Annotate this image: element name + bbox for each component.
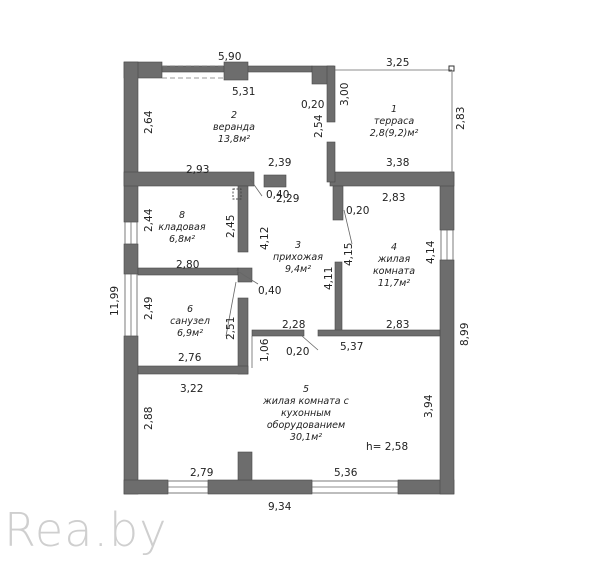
dim-veranda-partition-height: 2,54 <box>313 114 325 138</box>
dim-overall-width: 9,34 <box>268 501 292 513</box>
dim-bottom-left: 2,79 <box>190 467 213 479</box>
dim-top-terrace: 3,25 <box>386 57 409 69</box>
interior-walls <box>137 185 441 481</box>
dim-veranda-bottom-left: 2,93 <box>186 164 209 176</box>
dimension-labels: 5,90 5,31 3,25 3,00 2,83 2,64 0,20 2,54 … <box>109 51 471 513</box>
room-pantry-area: 6,8м² <box>169 234 195 245</box>
room-labels: 1 терраса 2,8(9,2)м² 2 веранда 13,8м² 3 … <box>158 104 418 443</box>
room-bedroom-name-2: комната <box>373 266 415 277</box>
dim-pantry-bottom: 2,80 <box>176 259 199 271</box>
dim-corridor-small: 1,06 <box>259 338 271 362</box>
dim-hall-right: 4,11 <box>323 267 335 290</box>
dim-bedroom-bottom: 2,83 <box>386 319 409 331</box>
room-living-number: 5 <box>303 384 309 395</box>
room-terrace-number: 1 <box>391 104 397 115</box>
room-bathroom-area: 6,9м² <box>177 328 203 339</box>
room-living-name-3: оборудованием <box>267 420 345 431</box>
room-bedroom-area: 11,7м² <box>378 278 410 289</box>
dim-top-veranda-inner: 5,31 <box>232 86 255 98</box>
room-living-name-1: жилая комната с <box>262 396 349 407</box>
room-veranda-name: веранда <box>213 122 255 133</box>
room-terrace-area: 2,8(9,2)м² <box>370 128 419 139</box>
dim-bedroom-outer: 4,14 <box>425 240 437 264</box>
dim-pantry-height: 2,44 <box>143 208 155 232</box>
dim-wall-a: 0,40 <box>266 189 289 201</box>
dim-overall-height: 11,99 <box>109 286 121 316</box>
room-pantry-name: кладовая <box>158 222 205 233</box>
terrace-outline <box>162 65 455 368</box>
dim-living-right: 3,94 <box>423 394 435 418</box>
dim-hall-bottom: 2,28 <box>282 319 305 331</box>
dim-bedroom-inner: 4,15 <box>343 243 355 266</box>
dim-bathroom-height: 2,49 <box>143 297 155 320</box>
dim-bottom-right: 5,36 <box>334 467 358 479</box>
dim-living-top: 5,37 <box>340 341 363 353</box>
ceiling-height: h= 2,58 <box>366 441 408 453</box>
dim-top-veranda-outer: 5,90 <box>218 51 241 63</box>
room-bedroom-name-1: жилая <box>377 254 411 265</box>
dim-hall-top: 2,29 <box>276 193 299 205</box>
dim-hall-left: 4,12 <box>259 227 271 250</box>
room-veranda-number: 2 <box>231 110 237 121</box>
dim-veranda-partition-small: 0,20 <box>301 99 324 111</box>
dim-veranda-bottom-right: 2,39 <box>268 157 291 169</box>
room-living-area: 30,1м² <box>290 432 322 443</box>
room-hallway-area: 9,4м² <box>285 264 311 275</box>
room-hallway-number: 3 <box>295 240 301 251</box>
dim-bathroom-bottom: 2,76 <box>178 352 202 364</box>
dim-living-left: 2,88 <box>143 407 155 430</box>
dim-living-top-left: 3,22 <box>180 383 203 395</box>
room-veranda-area: 13,8м² <box>218 134 250 145</box>
dim-wall-d: 0,20 <box>286 346 309 358</box>
dim-wall-c: 0,40 <box>258 285 281 297</box>
dim-terrace-height-right: 2,83 <box>455 107 467 130</box>
room-bathroom-number: 6 <box>187 304 193 315</box>
windows <box>124 221 454 494</box>
room-living-name-2: кухонным <box>281 408 331 419</box>
room-terrace-name: терраса <box>374 116 414 127</box>
room-hallway-name: прихожая <box>273 252 323 263</box>
dim-right-lower: 8,99 <box>459 323 471 346</box>
dim-bedroom-top: 2,83 <box>382 192 405 204</box>
dim-wall-b: 0,20 <box>346 205 369 217</box>
dim-veranda-left: 2,64 <box>143 110 155 134</box>
outer-walls <box>123 61 455 495</box>
dim-bathroom-side: 2,51 <box>225 317 237 340</box>
dim-pantry-side: 2,45 <box>225 215 237 238</box>
watermark-logo: Rea.by <box>4 503 168 557</box>
room-pantry-number: 8 <box>179 210 185 221</box>
room-bathroom-name: санузел <box>170 316 210 327</box>
dim-terrace-depth: 3,00 <box>339 83 351 106</box>
room-bedroom-number: 4 <box>391 242 397 253</box>
dim-terrace-bottom: 3,38 <box>386 157 409 169</box>
